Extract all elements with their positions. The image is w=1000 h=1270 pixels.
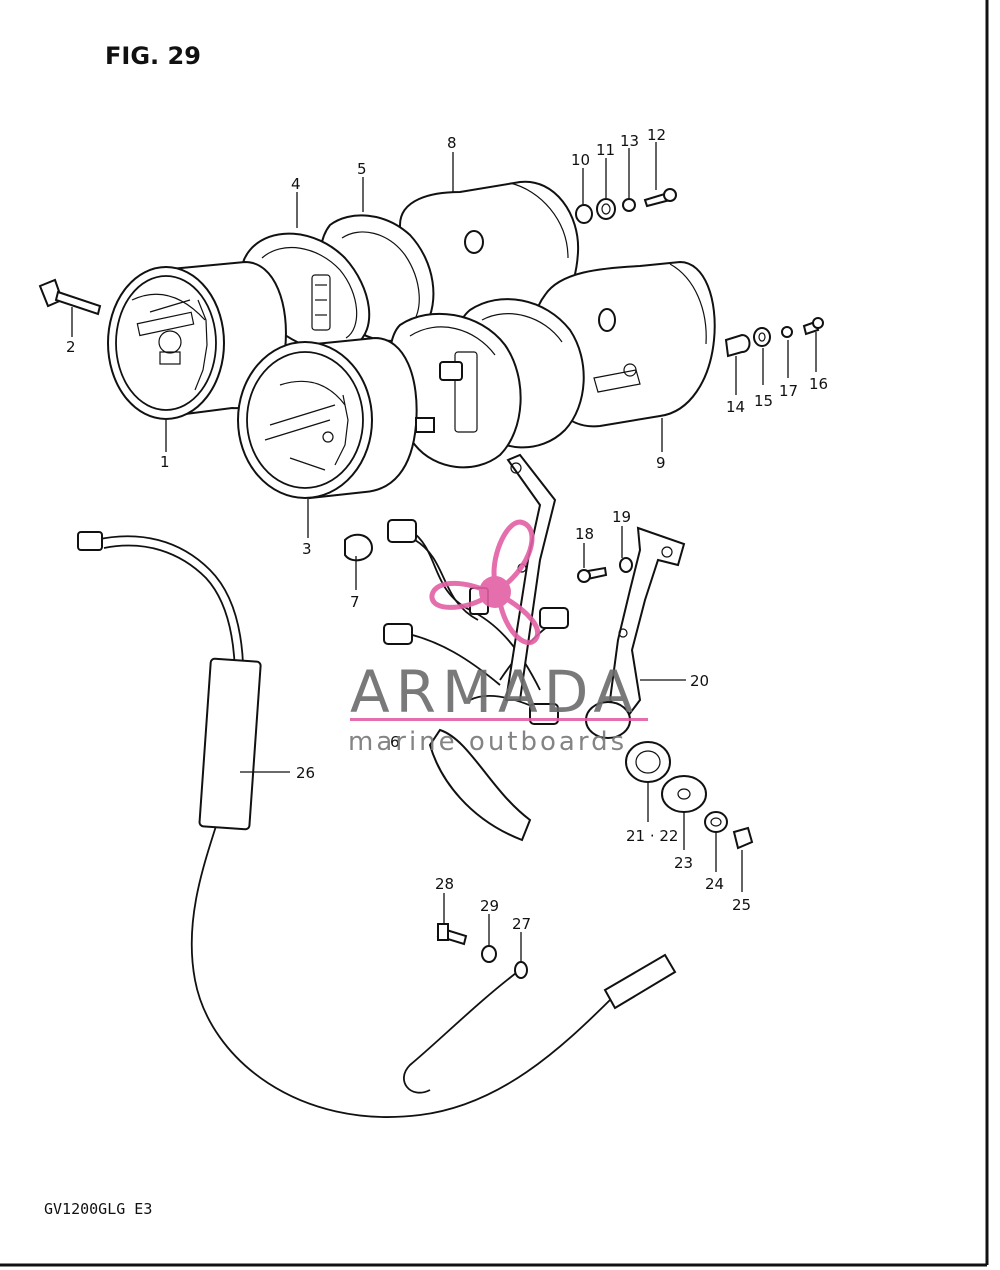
callout-10: 10	[571, 151, 590, 169]
part-2-knob	[38, 278, 102, 316]
callout-9: 9	[656, 454, 666, 472]
callout-26: 26	[296, 764, 315, 782]
callout-8: 8	[447, 134, 457, 152]
fasteners-upper	[575, 188, 677, 224]
callout-19: 19	[612, 508, 631, 526]
watermark-propeller-logo	[429, 519, 541, 645]
part-27-clamp	[403, 961, 528, 1094]
callout-2: 2	[66, 338, 76, 356]
callout-21-22: 21 · 22	[626, 827, 678, 845]
callout-23: 23	[674, 854, 693, 872]
callout-25: 25	[732, 896, 751, 914]
callout-16: 16	[809, 375, 828, 393]
callout-1: 1	[160, 453, 170, 471]
callout-15: 15	[754, 392, 773, 410]
callout-labels: 1 2 3 4 5 6 7 8 9 10 11 13 12 14 15 17 1…	[66, 126, 828, 933]
part-3-tachometer	[237, 336, 435, 500]
watermark: ARMADA marine outboards	[348, 519, 648, 757]
watermark-brand: ARMADA	[350, 658, 639, 726]
model-code: GV1200GLG E3	[44, 1200, 152, 1218]
callout-12: 12	[647, 126, 666, 144]
callout-29: 29	[480, 897, 499, 915]
figure-title: FIG. 29	[105, 42, 201, 70]
leader-lines	[71, 142, 817, 962]
part-26-cable	[77, 531, 677, 1118]
callout-7: 7	[350, 593, 360, 611]
callout-24: 24	[705, 875, 724, 893]
callout-11: 11	[596, 141, 615, 159]
callout-17: 17	[779, 382, 798, 400]
grommet-stack	[625, 741, 754, 850]
parts-18-19	[577, 557, 633, 583]
callout-27: 27	[512, 915, 531, 933]
callout-5: 5	[357, 160, 367, 178]
callout-4: 4	[291, 175, 301, 193]
callout-28: 28	[435, 875, 454, 893]
watermark-tagline: marine outboards	[348, 727, 627, 757]
callout-14: 14	[726, 398, 745, 416]
callout-3: 3	[302, 540, 312, 558]
fasteners-right	[724, 317, 824, 358]
part-7-bulb	[344, 533, 374, 562]
watermark-divider	[350, 718, 648, 721]
parts-28-29	[436, 923, 497, 963]
callout-13: 13	[620, 132, 639, 150]
callout-6: 6	[390, 733, 400, 751]
callout-18: 18	[575, 525, 594, 543]
callout-20: 20	[690, 672, 709, 690]
